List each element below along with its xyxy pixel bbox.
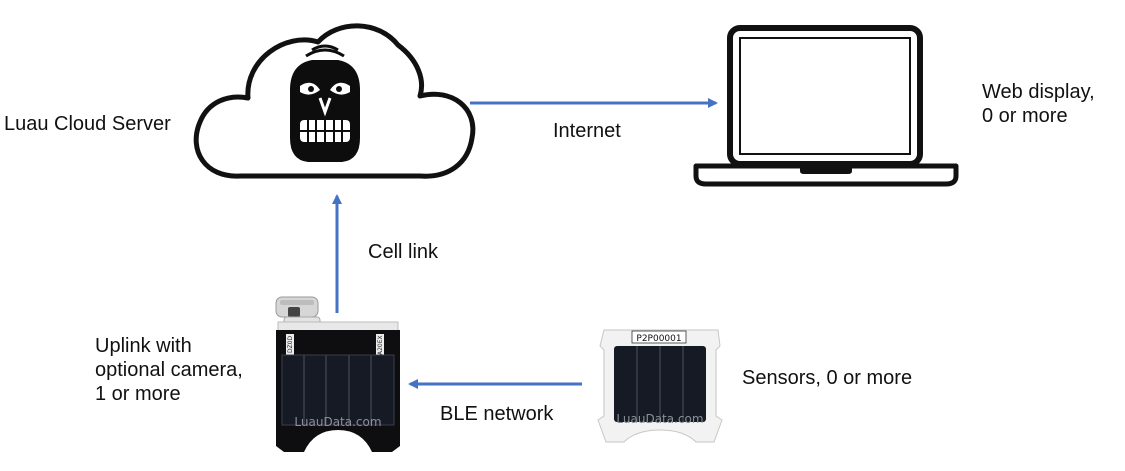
uplink-brand-text: LuauData.com [294, 415, 381, 429]
uplink-tag-left: DZ0D [287, 335, 294, 353]
tiki-mask-logo [290, 44, 360, 162]
sensor-brand-text: LuauData.com [616, 412, 703, 426]
laptop-icon [693, 25, 959, 187]
uplink-tag-right: A20EX [377, 335, 384, 355]
cell-link-label: Cell link [368, 241, 439, 263]
ble-network-label: BLE network [440, 403, 554, 425]
web-display-label: Web display, 0 or more [982, 80, 1095, 128]
uplink-device-photo: DZ0D A20EX LuauData.com [275, 296, 400, 452]
cloud-server-label: Luau Cloud Server [4, 113, 171, 135]
sensor-id-label: P2P00001 [636, 334, 681, 344]
sensors-label: Sensors, 0 or more [742, 367, 913, 389]
uplink-label-line3: 1 or more [95, 383, 181, 405]
uplink-label: Uplink with optional camera, 1 or more [95, 334, 243, 406]
uplink-label-line1: Uplink with [95, 335, 192, 357]
uplink-label-line2: optional camera, [95, 359, 243, 381]
internet-label: Internet [553, 120, 621, 142]
web-display-label-line2: 0 or more [982, 105, 1068, 127]
sensor-device-photo: P2P00001 LuauData.com [597, 329, 723, 443]
web-display-label-line1: Web display, [982, 81, 1095, 103]
